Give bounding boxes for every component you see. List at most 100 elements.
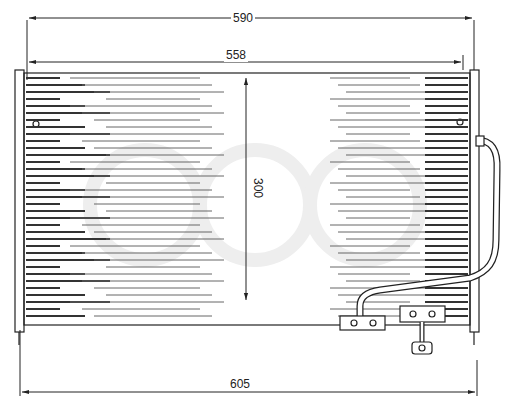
fin-row [425,238,468,240]
fin-row [82,169,212,170]
fin-row [425,84,468,86]
fin-row [26,119,60,121]
fin-row [425,119,468,121]
dimension-lines [20,18,477,396]
fin-row [26,126,85,128]
fin-row [26,147,85,149]
fin-row [425,224,468,226]
fin-row [26,77,60,79]
fin-row [82,253,212,254]
fin-row [425,231,468,233]
fin-row [94,260,224,261]
fin-row [425,196,468,198]
fin-row [82,197,224,198]
fin-row [425,287,468,289]
fin-row [346,302,410,303]
refrigerant-pipe [340,136,497,354]
fin-row [94,316,212,317]
fin-row [82,281,224,282]
fin-row [425,77,468,79]
fin-row [26,182,60,184]
fin-row [425,210,468,212]
fin-row [70,274,212,275]
fin-row [425,133,468,135]
fin-row [425,273,468,275]
fin-row [425,217,468,219]
dimension-label: 300 [251,176,265,200]
fin-row [346,134,410,135]
fin-row [425,161,468,163]
fin-row [425,245,468,247]
fin-row [94,120,200,121]
fin-row [338,85,420,86]
fin-row [425,175,468,177]
fin-row [70,246,200,247]
fin-row [70,78,200,79]
dimension-label: 558 [224,48,248,62]
fin-row [425,252,468,254]
fin-row [26,252,85,254]
fin-row [425,98,468,100]
fin-row [106,267,200,268]
fin-row [338,106,410,107]
fin-row [106,99,200,100]
fin-row [106,155,224,156]
fin-row [330,120,430,121]
fin-row [26,294,85,296]
fin-row [425,182,468,184]
fin-row [338,253,420,254]
fin-row [346,92,430,93]
fin-row [425,259,468,261]
watermark-logo [90,150,420,260]
fin-row [70,190,212,191]
fin-row [330,267,440,268]
fin-row [330,246,410,247]
fin-row [94,148,212,149]
fin-row [338,295,440,296]
fin-row [106,183,200,184]
fin-row [338,211,440,212]
fin-row [330,225,420,226]
fin-row [338,232,430,233]
fin-row [94,232,212,233]
fin-row [106,211,212,212]
fin-row [82,113,224,114]
fin-row [425,112,468,114]
fin-row [330,183,440,184]
fin-row [346,260,430,261]
fin-row [26,224,60,226]
fin-row [346,113,420,114]
fin-row [94,92,224,93]
fin-row [26,231,85,233]
fin-row [26,315,85,317]
fin-row [106,127,212,128]
fin-row [338,274,410,275]
fin-row [26,84,85,86]
fin-row [82,225,200,226]
fin-row [106,239,224,240]
fin-row [26,245,60,247]
fin-row [26,266,60,268]
fin-row [338,190,410,191]
fin-row [425,154,468,156]
fin-row [70,106,212,107]
fin-row [338,148,430,149]
fin-row [425,189,468,191]
fin-row [338,127,440,128]
fin-row [330,162,410,163]
fin-row [70,218,224,219]
fin-row [425,203,468,205]
condenser-core [15,70,479,345]
fin-row [425,301,468,303]
fin-row [26,140,60,142]
dimension-label: 605 [228,377,252,391]
fin-row [425,266,468,268]
fin-row [425,294,468,296]
fin-row [26,161,60,163]
fin-row [26,308,60,310]
fin-row [425,91,468,93]
fin-row [94,176,224,177]
fin-row [26,210,85,212]
fin-row [425,126,468,128]
